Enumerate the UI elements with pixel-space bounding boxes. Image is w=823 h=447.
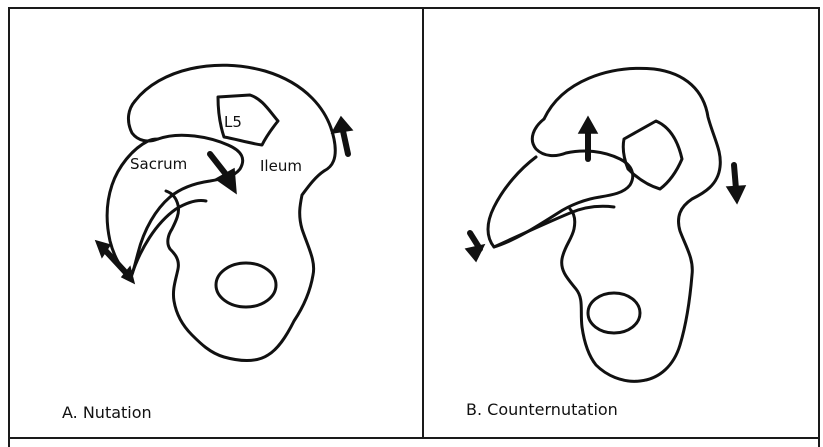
label-sacrum: Sacrum [130, 155, 187, 173]
caption-nutation: A. Nutation [62, 403, 152, 422]
arrow-coccyx-icon [466, 233, 484, 261]
counternutation-diagram [424, 9, 820, 439]
obturator-foramen [216, 263, 276, 307]
arrow-coccyx-icon [96, 241, 134, 283]
ilium-outline [135, 65, 335, 360]
label-l5: L5 [224, 113, 242, 131]
arrow-sacroiliac-down-icon [210, 154, 236, 193]
figure-frame: L5 Sacrum Ileum A. Nutation [8, 7, 820, 439]
ilium-outline [544, 68, 720, 381]
panel-nutation: L5 Sacrum Ileum A. Nutation [10, 9, 422, 439]
sacrum-outline [128, 101, 158, 141]
bottom-border [8, 437, 820, 447]
obturator-foramen [588, 293, 640, 333]
sacrum-hook [488, 119, 633, 247]
caption-counternutation: B. Counternutation [466, 400, 618, 419]
panel-counternutation: B. Counternutation [422, 9, 820, 439]
nutation-diagram: L5 Sacrum Ileum [10, 9, 422, 439]
label-ileum: Ileum [260, 157, 302, 175]
arrow-ilium-down-icon [727, 165, 745, 203]
